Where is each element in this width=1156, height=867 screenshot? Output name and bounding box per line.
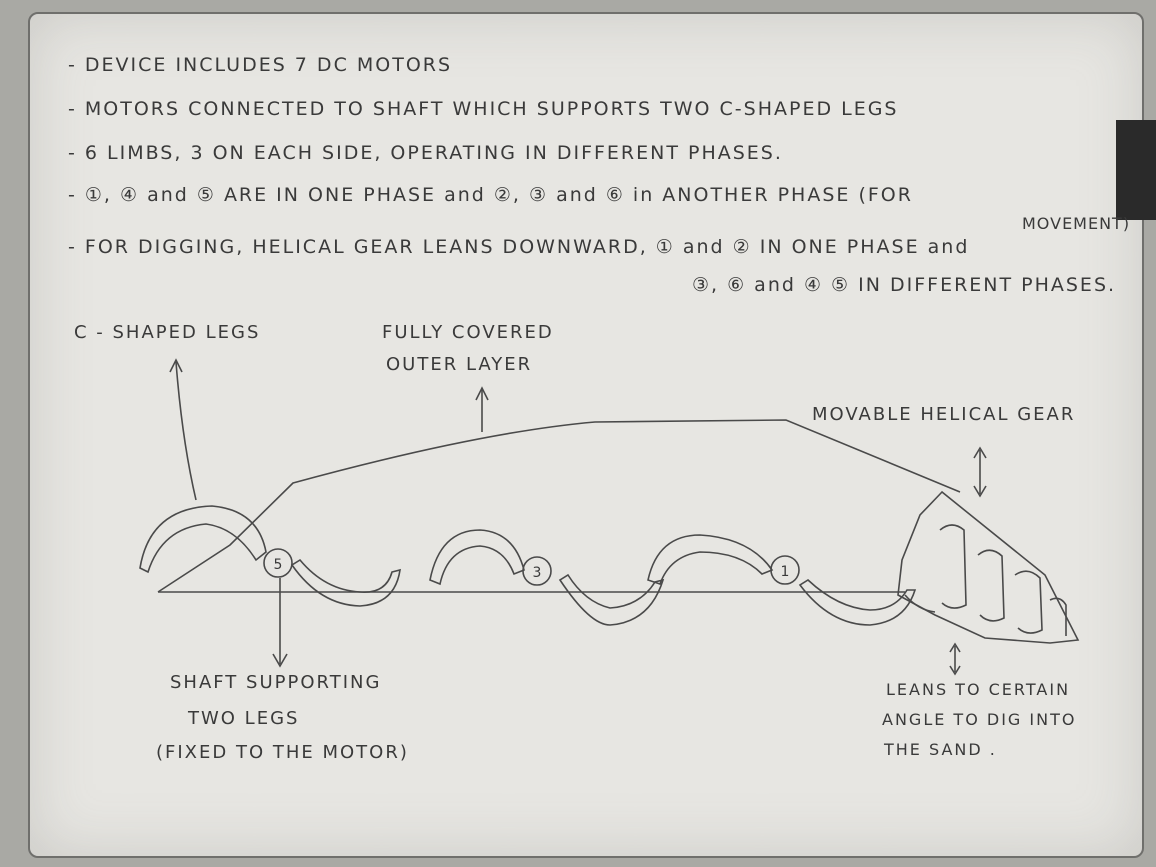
motor-1: 1 [770,555,800,585]
label-leans-3: THE SAND . [884,740,997,759]
arrow-leans [949,642,961,676]
c-shaped-leg [290,558,401,607]
paper-sheet [28,12,1144,858]
c-shaped-leg [429,529,525,586]
note-line-1: - DEVICE INCLUDES 7 DC MOTORS [68,54,453,76]
note-line-3: - 6 LIMBS, 3 ON EACH SIDE, OPERATING IN … [68,142,783,164]
c-shaped-leg [558,573,665,626]
label-shaft-1: SHAFT SUPPORTING [170,672,382,693]
note-line-5: - FOR DIGGING, HELICAL GEAR LEANS DOWNWA… [68,236,970,258]
note-line-6: ③, ⑥ and ④ ⑤ IN DIFFERENT PHASES. [692,274,1117,296]
c-shaped-leg [139,505,267,574]
motor-3: 3 [522,556,552,586]
c-shaped-leg [798,578,917,626]
motor-5: 5 [263,548,293,578]
label-shaft-2: TWO LEGS [188,708,300,729]
label-leans-2: ANGLE TO DIG INTO [882,710,1077,729]
arrow-helical-gear [973,446,987,498]
label-helical-gear: MOVABLE HELICAL GEAR [812,404,1076,425]
note-line-4: - ①, ④ and ⑤ ARE IN ONE PHASE and ②, ③ a… [68,184,913,206]
background-shadow [1116,120,1156,220]
motor-1-number: 1 [781,564,790,580]
motor-5-number: 5 [274,557,283,573]
label-leans-1: LEANS TO CERTAIN [886,680,1071,699]
label-outer-layer-2: OUTER LAYER [386,354,533,375]
label-c-shaped-legs: C - SHAPED LEGS [74,322,261,343]
arrow-c-shaped-legs [169,358,197,501]
note-line-4-continuation: MOVEMENT) [1022,214,1131,233]
label-shaft-3: (FIXED TO THE MOTOR) [156,742,409,763]
motor-3-number: 3 [533,565,542,581]
helical-gear [897,490,1080,644]
c-shaped-leg [647,534,774,586]
label-outer-layer-1: FULLY COVERED [382,322,554,343]
arrow-outer-layer [475,386,489,432]
device-outer-layer [157,419,961,593]
arrow-shaft [272,578,288,668]
note-line-2: - MOTORS CONNECTED TO SHAFT WHICH SUPPOR… [68,98,899,120]
